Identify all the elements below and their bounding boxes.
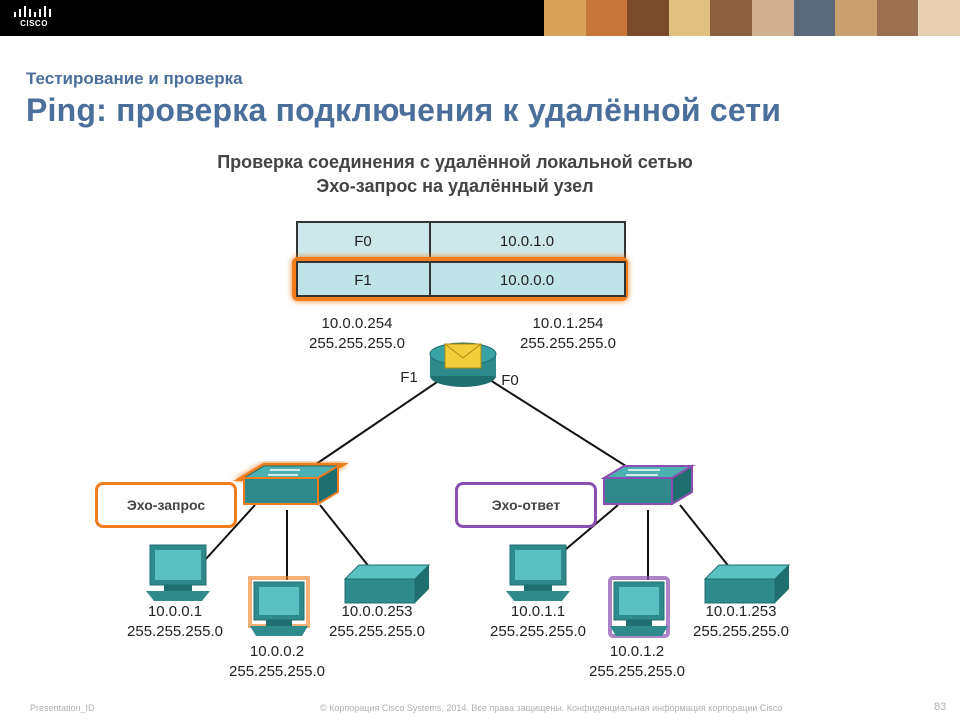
photo-tile — [544, 0, 586, 36]
photo-tile — [835, 0, 877, 36]
cisco-logo: CISCO — [12, 5, 56, 31]
table-row-f0 — [296, 221, 626, 259]
switch-left-icon — [233, 463, 349, 506]
left-pc1-ip: 10.0.0.1 — [148, 603, 202, 620]
router-f0-ip: 10.0.1.254 — [533, 315, 604, 332]
router-icon — [429, 342, 497, 387]
table-cell-interface: F1 — [354, 272, 372, 289]
page-title: Ping: проверка подключения к удалённой с… — [26, 92, 782, 128]
photo-tile — [751, 0, 794, 36]
diagram-canvas: F0 10.0.1.0 F1 10.0.0.0 — [127, 221, 791, 680]
envelope-icon — [444, 343, 482, 369]
printer-icon — [343, 564, 431, 604]
page-number: 83 — [934, 701, 947, 713]
photo-tile — [918, 0, 960, 36]
printer-icon — [703, 564, 791, 604]
left-printer-ip: 10.0.0.253 — [342, 603, 413, 620]
photo-strip — [544, 0, 960, 36]
left-printer-mask: 255.255.255.0 — [329, 623, 425, 640]
right-printer-ip: 10.0.1.253 — [706, 603, 777, 620]
network-links — [204, 379, 731, 580]
diagram-heading-1: Проверка соединения с удалённой локально… — [217, 152, 693, 172]
table-cell-network: 10.0.0.0 — [500, 272, 554, 289]
table-row-f1 — [296, 261, 626, 297]
network-diagram: Проверка соединения с удалённой локально… — [0, 140, 960, 690]
table-cell-interface: F0 — [354, 233, 372, 250]
left-pc1-mask: 255.255.255.0 — [127, 623, 223, 640]
pc-icon — [506, 544, 570, 601]
left-pc2-mask: 255.255.255.0 — [229, 663, 325, 680]
top-banner: CISCO — [0, 0, 960, 36]
pc-icon — [608, 576, 670, 638]
table-cell-network: 10.0.1.0 — [500, 233, 554, 250]
routing-table: F0 10.0.1.0 F1 10.0.0.0 — [292, 221, 628, 301]
cisco-bars-icon — [14, 6, 51, 17]
right-pc2-ip: 10.0.1.2 — [610, 643, 664, 660]
router-f1-label: F1 — [400, 369, 418, 386]
switch-right-icon — [600, 464, 696, 506]
echo-request-callout: Эхо-запрос — [95, 482, 237, 528]
pc-icon — [248, 576, 310, 636]
photo-tile — [627, 0, 669, 36]
section-title: Тестирование и проверка — [26, 69, 243, 88]
router-f1-mask: 255.255.255.0 — [309, 335, 405, 352]
footer-presentation-id: Presentation_ID — [30, 703, 95, 713]
photo-tile — [793, 0, 836, 36]
right-pc1-ip: 10.0.1.1 — [511, 603, 565, 620]
right-printer-mask: 255.255.255.0 — [693, 623, 789, 640]
echo-reply-callout: Эхо-ответ — [455, 482, 597, 528]
pc-icon — [146, 544, 210, 601]
diagram-heading-2: Эхо-запрос на удалённый узел — [316, 176, 594, 196]
logo-text: CISCO — [20, 19, 48, 28]
right-pc1-mask: 255.255.255.0 — [490, 623, 586, 640]
router-f0-label: F0 — [501, 372, 519, 389]
router-f1-ip: 10.0.0.254 — [322, 315, 393, 332]
footer-copyright: © Корпорация Cisco Systems, 2014. Все пр… — [320, 703, 783, 713]
photo-tile — [876, 0, 919, 36]
photo-tile — [585, 0, 628, 36]
router-f0-mask: 255.255.255.0 — [520, 335, 616, 352]
photo-tile — [668, 0, 711, 36]
left-pc2-ip: 10.0.0.2 — [250, 643, 304, 660]
photo-tile — [710, 0, 752, 36]
right-pc2-mask: 255.255.255.0 — [589, 663, 685, 680]
